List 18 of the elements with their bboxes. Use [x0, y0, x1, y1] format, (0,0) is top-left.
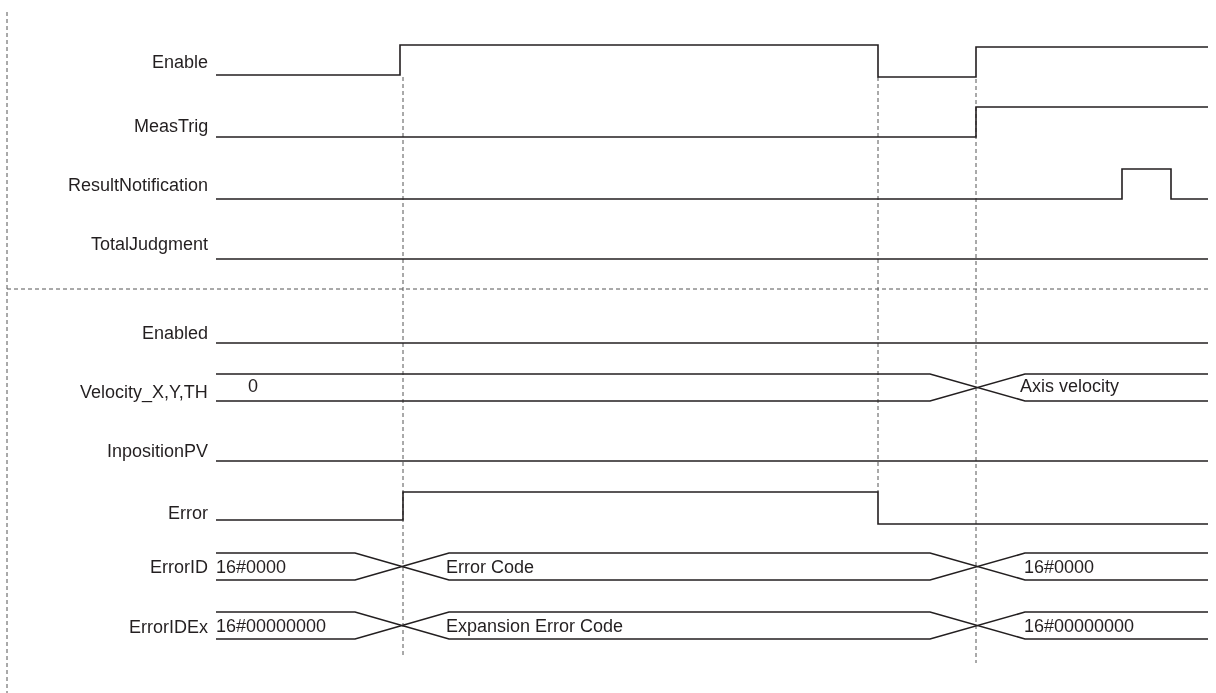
signal-name: ResultNotification	[68, 175, 209, 195]
signal-name: Error	[168, 503, 208, 523]
signal-name: TotalJudgment	[91, 234, 209, 254]
signal-name: ErrorID	[150, 557, 208, 577]
signal-value: Error Code	[446, 557, 535, 577]
signal-value: Expansion Error Code	[446, 616, 624, 636]
signal-value: Axis velocity	[1020, 376, 1120, 396]
signal-value: 16#0000	[216, 557, 287, 577]
signal-name: Enable	[152, 52, 209, 72]
signal-name: Enabled	[142, 323, 209, 343]
signal-name: ErrorIDEx	[129, 617, 208, 637]
signal-value: 0	[248, 376, 258, 396]
signal-value: 16#00000000	[216, 616, 327, 636]
signal-name: MeasTrig	[134, 116, 209, 136]
signal-name: InpositionPV	[107, 441, 209, 461]
signal-value: 16#00000000	[1024, 616, 1135, 636]
signal-name: Velocity_X,Y,TH	[80, 382, 208, 402]
signal-value: 16#0000	[1024, 557, 1095, 577]
